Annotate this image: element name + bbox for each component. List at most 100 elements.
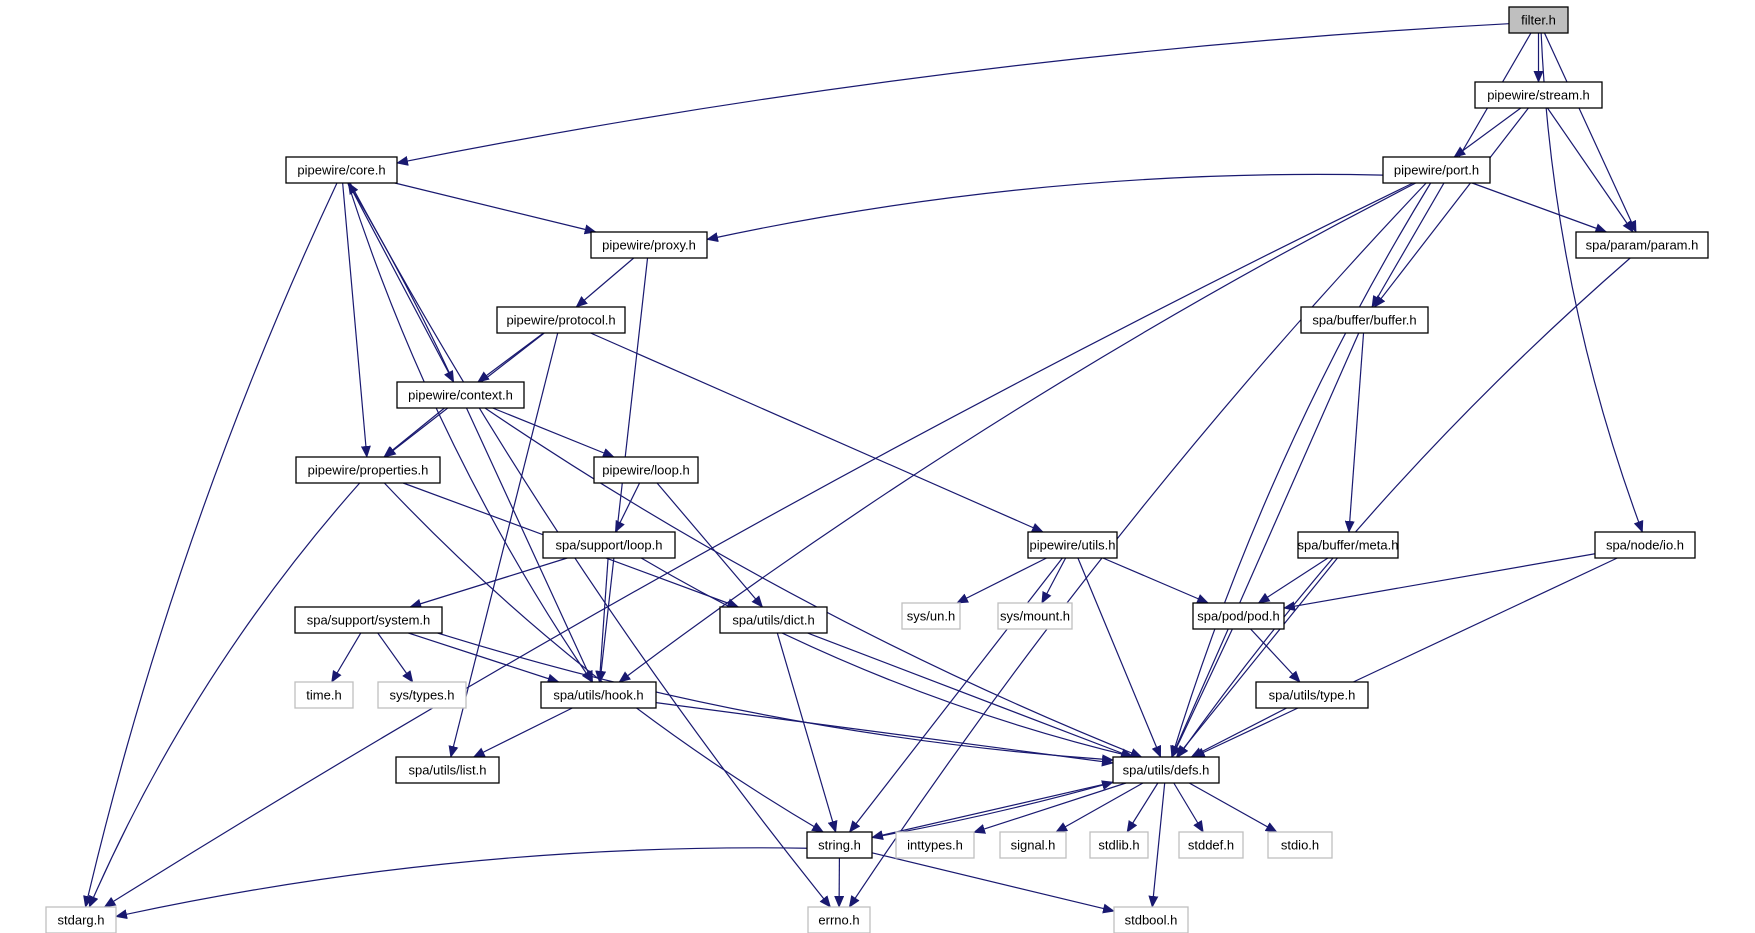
edge-loop-to-supportloop (614, 482, 641, 533)
edge-core-to-proxy (394, 182, 597, 235)
edge-line (706, 173, 1384, 243)
node-loop[interactable]: pipewire/loop.h (593, 456, 699, 484)
node-box (1300, 306, 1429, 334)
edge-pod-to-defs (1171, 628, 1233, 758)
edge-defs-to-signal (1055, 782, 1144, 833)
node-context[interactable]: pipewire/context.h (396, 381, 525, 409)
node-label: stdlib.h (1098, 838, 1139, 853)
node-signal: signal.h (999, 831, 1067, 859)
node-protocol[interactable]: pipewire/protocol.h (496, 306, 626, 334)
edge-context-to-core (347, 182, 455, 383)
node-label: filter.h (1521, 13, 1556, 28)
edge-properties-to-stdarg (88, 482, 361, 908)
node-box (1474, 81, 1603, 109)
edge-port-to-errno (848, 182, 1427, 908)
node-box (1178, 831, 1244, 859)
node-box (719, 606, 828, 634)
node-pwutils[interactable]: pipewire/utils.h (1027, 531, 1118, 559)
node-supportloop[interactable]: spa/support/loop.h (542, 531, 676, 559)
edge-line (377, 632, 414, 683)
node-box (295, 456, 441, 484)
edge-line (1077, 557, 1162, 758)
node-pod[interactable]: spa/pod/pod.h (1192, 602, 1285, 630)
node-filter[interactable]: filter.h (1508, 6, 1569, 34)
node-stream[interactable]: pipewire/stream.h (1474, 81, 1603, 109)
node-list[interactable]: spa/utils/list.h (395, 756, 500, 784)
edge-line (1546, 107, 1634, 233)
edge-defs-to-stdlib (1126, 782, 1159, 833)
edge-pwutils-to-sysmount (1041, 557, 1067, 604)
edge-line (1102, 557, 1210, 604)
edge-line (614, 482, 641, 533)
edge-system-to-hook (408, 632, 560, 684)
node-proxy[interactable]: pipewire/proxy.h (590, 231, 708, 259)
edge-param-to-defs (1177, 257, 1631, 758)
node-hook[interactable]: spa/utils/hook.h (540, 681, 657, 709)
node-label: sys/mount.h (1000, 609, 1070, 624)
edge-line (347, 182, 455, 383)
node-core[interactable]: pipewire/core.h (285, 156, 398, 184)
edge-line (383, 482, 825, 833)
edge-line (1188, 782, 1278, 833)
node-string[interactable]: string.h (806, 831, 873, 859)
node-box (1382, 156, 1491, 184)
node-label: spa/utils/list.h (408, 763, 486, 778)
node-box (1089, 831, 1149, 859)
node-box (806, 831, 873, 859)
edge-line (115, 847, 808, 920)
node-box (45, 906, 117, 933)
edge-line (848, 182, 1427, 908)
node-label: string.h (818, 838, 861, 853)
node-type[interactable]: spa/utils/type.h (1255, 681, 1369, 709)
edge-line (655, 702, 1114, 767)
node-label: pipewire/context.h (408, 388, 513, 403)
node-label: stddef.h (1188, 838, 1234, 853)
edge-line (492, 407, 615, 458)
edge-string-to-stdbool (871, 852, 1115, 914)
node-box (285, 156, 398, 184)
node-box (1297, 531, 1399, 559)
edge-context-to-hook (465, 407, 594, 683)
node-param[interactable]: spa/param/param.h (1575, 231, 1709, 259)
node-label: errno.h (818, 913, 859, 928)
edge-line (848, 557, 1063, 833)
node-label: spa/support/system.h (307, 613, 431, 628)
node-stdbool: stdbool.h (1113, 906, 1189, 933)
edge-line (807, 632, 1133, 758)
node-buffer[interactable]: spa/buffer/buffer.h (1300, 306, 1429, 334)
edge-port-to-proxy (706, 173, 1384, 243)
node-io[interactable]: spa/node/io.h (1594, 531, 1696, 559)
edge-context-to-defs (484, 407, 1143, 758)
edge-defs-to-stdio (1188, 782, 1278, 833)
edge-stream-to-port (1453, 107, 1522, 158)
edge-line (1171, 628, 1233, 758)
edge-system-to-time (331, 632, 362, 683)
edge-line (590, 332, 1044, 533)
edge-line (396, 23, 1510, 166)
edge-protocol-to-context (477, 332, 544, 383)
node-dict[interactable]: spa/utils/dict.h (719, 606, 828, 634)
edge-pwutils-to-defs (1077, 557, 1162, 758)
edge-line (1453, 107, 1522, 158)
node-system[interactable]: spa/support/system.h (294, 606, 443, 634)
edge-line (871, 781, 1114, 840)
edge-string-to-stdarg (115, 847, 808, 920)
node-properties[interactable]: pipewire/properties.h (295, 456, 441, 484)
edge-type-to-defs (1190, 707, 1287, 758)
node-meta[interactable]: spa/buffer/meta.h (1297, 531, 1399, 559)
node-box (999, 831, 1067, 859)
node-defs[interactable]: spa/utils/defs.h (1112, 756, 1220, 784)
node-port[interactable]: pipewire/port.h (1382, 156, 1491, 184)
edge-line (1175, 557, 1338, 758)
edge-io-to-defs (1192, 557, 1618, 758)
edge-io-to-pod (1283, 553, 1596, 612)
edge-core-to-hook (347, 182, 593, 683)
node-box (377, 681, 467, 709)
edge-line (1257, 557, 1329, 604)
node-label: pipewire/core.h (297, 163, 385, 178)
edge-line (1250, 628, 1301, 683)
edge-line (640, 557, 1135, 760)
node-label: stdarg.h (58, 913, 105, 928)
edge-port-to-param (1471, 182, 1608, 233)
edge-line (1173, 782, 1204, 833)
